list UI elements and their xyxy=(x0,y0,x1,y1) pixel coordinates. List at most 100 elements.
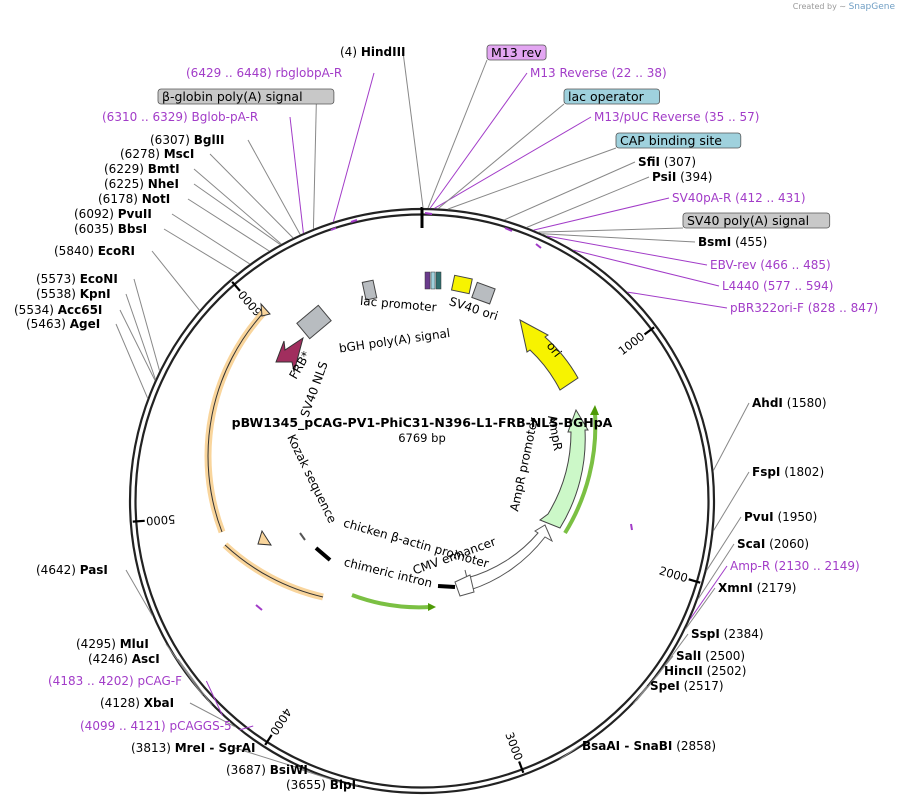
enzyme-leader xyxy=(706,516,742,571)
primer-label: EBV-rev (466 .. 485) xyxy=(710,258,831,272)
enzyme-leader xyxy=(632,685,648,705)
enzyme-leader xyxy=(559,745,580,761)
enzyme-leader xyxy=(209,153,294,239)
enzyme-leader xyxy=(187,198,270,252)
feature-box xyxy=(563,88,660,105)
primer-label: M13/pUC Reverse (35 .. 57) xyxy=(594,110,759,124)
feature-leader xyxy=(437,103,565,209)
primer-position: (577 .. 594) xyxy=(759,279,833,293)
cds-arc-lower xyxy=(222,542,324,601)
enzyme-name: PsiI xyxy=(652,170,676,184)
enzyme-name: SspI xyxy=(691,627,720,641)
enzyme-leader xyxy=(685,587,716,630)
enzyme-name: MscI xyxy=(164,147,195,161)
enzyme-position: (6092) xyxy=(74,207,118,221)
enzyme-leader xyxy=(526,176,650,228)
plasmid-size: 6769 bp xyxy=(398,431,446,445)
enzyme-site: (5573) EcoNI xyxy=(36,272,118,286)
snapgene-logo-icon: ∼ xyxy=(839,2,847,11)
enzyme-position: (4642) xyxy=(36,563,80,577)
enzyme-name: EcoRI xyxy=(98,244,135,258)
primer-label: SV40pA-R (412 .. 431) xyxy=(672,191,806,205)
enzyme-leader xyxy=(504,161,636,221)
enzyme-leader xyxy=(119,309,156,381)
enzyme-position: (2179) xyxy=(753,581,797,595)
feature-box-label: SV40 poly(A) signal xyxy=(687,213,809,228)
tick-label-1000: 1000 xyxy=(616,329,648,358)
tick-label-2000: 2000 xyxy=(658,564,690,586)
enzyme-position: (6035) xyxy=(74,222,118,236)
enzyme-position: (2500) xyxy=(701,649,745,663)
enzyme-leader xyxy=(163,228,238,274)
primer-position: (22 .. 38) xyxy=(608,66,667,80)
watermark-brand: SnapGene xyxy=(848,2,895,12)
label-bgh: bGH poly(A) signal xyxy=(338,326,451,355)
primer-name: EBV-rev xyxy=(710,258,756,272)
intron-black-mark xyxy=(437,584,456,589)
enzyme-leader xyxy=(193,183,281,245)
label-ampr-promoter: AmpR promoter xyxy=(507,416,541,512)
primer-position: (4183 .. 4202) xyxy=(48,674,138,688)
enzyme-position: (5534) xyxy=(14,303,58,317)
feature-box xyxy=(615,132,742,149)
cds-arrowhead-upper xyxy=(260,302,271,317)
enzyme-site: SfiI (307) xyxy=(638,155,696,169)
enzyme-position: (394) xyxy=(676,170,712,184)
primer-mark-sv40 xyxy=(504,227,513,232)
enzyme-position: (2502) xyxy=(703,664,747,678)
enzyme-name: BsiWI xyxy=(270,763,308,777)
enzyme-site: (6307) BglII xyxy=(150,133,225,147)
enzyme-site: AhdI (1580) xyxy=(752,396,827,410)
primer-name: M13 Reverse xyxy=(530,66,608,80)
primer-leader xyxy=(627,291,728,309)
enzyme-name: PvuII xyxy=(118,207,152,221)
plasmid-name: pBW1345_pCAG-PV1-PhiC31-N396-L1-FRB-NLS-… xyxy=(232,415,613,431)
watermark: Created by ∼ SnapGene xyxy=(793,2,895,12)
enzyme-name: HincII xyxy=(664,664,703,678)
enzyme-name: BmtI xyxy=(148,162,180,176)
enzyme-leader xyxy=(635,670,662,702)
enzyme-site: PsiI (394) xyxy=(652,170,712,184)
enzyme-leader xyxy=(193,168,282,245)
enzyme-position: (2060) xyxy=(765,537,809,551)
primer-name: L4440 xyxy=(722,279,759,293)
enzyme-leader xyxy=(125,293,156,380)
primer-position: (6310 .. 6329) xyxy=(102,110,192,124)
enzyme-name: NotI xyxy=(142,192,171,206)
feature-box-label: β-globin poly(A) signal xyxy=(162,89,303,104)
primer-name: Bglob-pA-R xyxy=(192,110,259,124)
primer-label: L4440 (577 .. 594) xyxy=(722,279,833,293)
features xyxy=(204,212,633,611)
primer-leader xyxy=(434,116,592,209)
enzyme-position: (2858) xyxy=(672,739,716,753)
primer-name: pCAG-F xyxy=(138,674,183,688)
primer-name: pCAGGS-5 xyxy=(170,719,232,733)
enzyme-name: BbsI xyxy=(118,222,147,236)
primer-leader xyxy=(205,680,223,716)
primer-label: pBR322ori-F (828 .. 847) xyxy=(730,301,878,315)
enzyme-name: BsmI xyxy=(698,235,731,249)
chimeric-intron-arc xyxy=(351,593,431,610)
enzyme-name: ScaI xyxy=(737,537,765,551)
feature-leader xyxy=(538,227,684,233)
enzyme-position: (5573) xyxy=(36,272,80,286)
enzyme-site: (6092) PvuII xyxy=(74,207,152,221)
primer-leader xyxy=(533,197,670,231)
primer-position: (466 .. 485) xyxy=(756,258,830,272)
primer-leader xyxy=(573,249,720,287)
enzyme-leader xyxy=(402,51,424,209)
enzyme-leader xyxy=(125,569,153,617)
kozak-mark xyxy=(299,532,306,541)
primer-mark-pcag xyxy=(255,604,263,611)
tick-mark-4000 xyxy=(264,734,273,746)
enzyme-position: (4128) xyxy=(100,696,144,710)
primer-name: SV40pA-R xyxy=(672,191,731,205)
primer-name: rbglobpA-R xyxy=(276,66,343,80)
enzyme-name: MluI xyxy=(120,637,149,651)
primer-leader xyxy=(289,116,304,234)
enzyme-name: XbaI xyxy=(144,696,174,710)
m13-box xyxy=(435,271,442,290)
enzyme-site: SalI (2500) xyxy=(676,649,745,663)
primer-mark-rbglob xyxy=(350,219,358,223)
